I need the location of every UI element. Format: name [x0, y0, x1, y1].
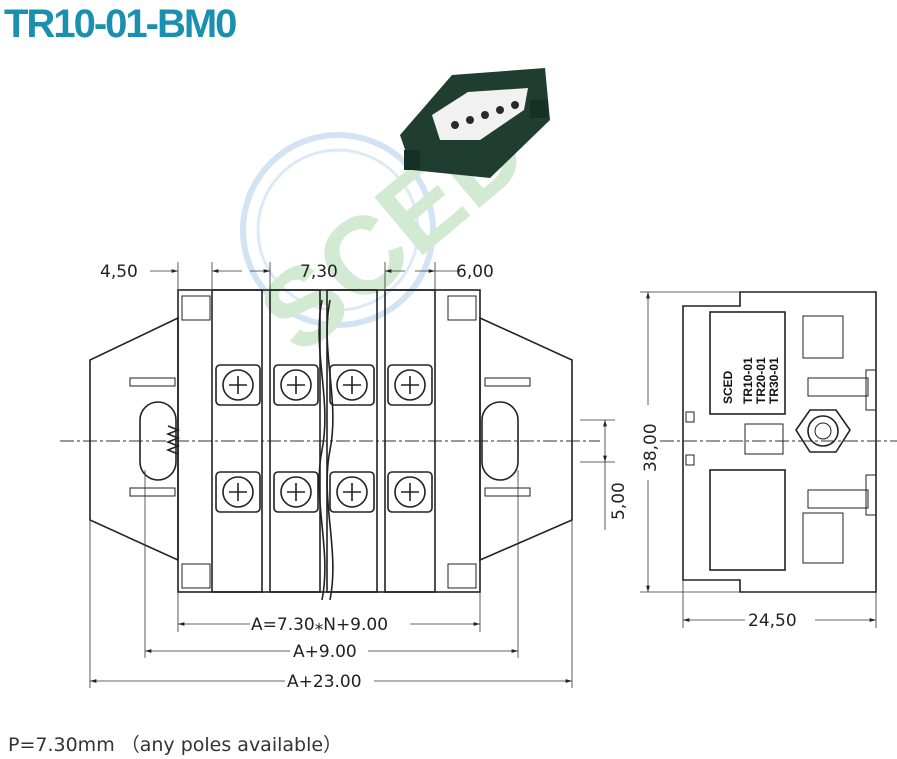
- dim-a-plus-9: A+9.00: [293, 642, 357, 662]
- bottom-dimensions: A=7.30⁎N+9.00 A+9.00 A+23.00: [89, 470, 573, 692]
- dim-a-formula: A=7.30⁎N+9.00: [251, 615, 388, 635]
- dim-6-00: 6,00: [456, 262, 494, 282]
- model-label-2: TR20-01: [754, 357, 768, 404]
- brand-label: SCED: [721, 370, 735, 404]
- product-title: TR10-01-BM0: [4, 2, 237, 46]
- screw: [387, 364, 433, 406]
- screw: [215, 364, 261, 406]
- dim-5-00: 5,00: [609, 482, 629, 520]
- screw: [387, 471, 433, 513]
- side-view: SCED TR10-01 TR20-01 TR30-01: [660, 291, 897, 593]
- break-line: [318, 299, 326, 601]
- product-photo: [400, 68, 550, 178]
- terminal-screws: [215, 364, 433, 513]
- dim-38-00: 38,00: [641, 423, 661, 472]
- model-label-1: TR10-01: [741, 357, 755, 404]
- model-label-3: TR30-01: [767, 357, 781, 404]
- screw: [273, 364, 319, 406]
- break-line: [326, 299, 334, 601]
- dim-a-plus-23: A+23.00: [287, 672, 362, 692]
- screw: [329, 471, 375, 513]
- pitch-caption: P=7.30mm （any poles available）: [8, 734, 343, 756]
- side-dimensions: 38,00 24,50: [640, 291, 877, 631]
- screw: [215, 471, 261, 513]
- screw: [273, 471, 319, 513]
- screw: [329, 364, 375, 406]
- top-dimensions: 4,50 7,30 6,00: [100, 262, 494, 292]
- dim-4-50: 4,50: [100, 262, 138, 282]
- dim-7-30: 7,30: [300, 262, 338, 282]
- dim-24-50: 24,50: [748, 611, 797, 631]
- dim-5-00-group: 5,00: [580, 419, 629, 530]
